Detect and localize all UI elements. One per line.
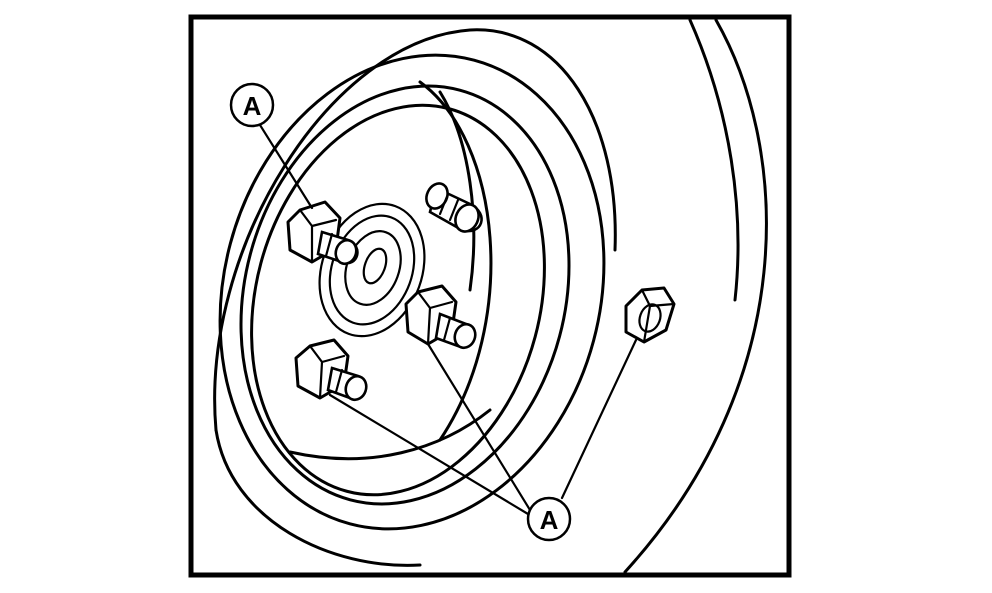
wheel-drawing [213,18,768,574]
callout-leader-lines [258,123,638,516]
lug-nut [286,200,359,266]
wheel-stud [425,182,483,233]
callout-label-text: A [243,91,262,121]
callout-label-a-bottom: A [526,496,572,542]
lug-nut [294,338,368,402]
removed-lug-nut [624,286,676,344]
callout-label-a-top: A [229,82,275,128]
callout-label-text: A [540,505,559,535]
lug-nut [404,284,477,350]
